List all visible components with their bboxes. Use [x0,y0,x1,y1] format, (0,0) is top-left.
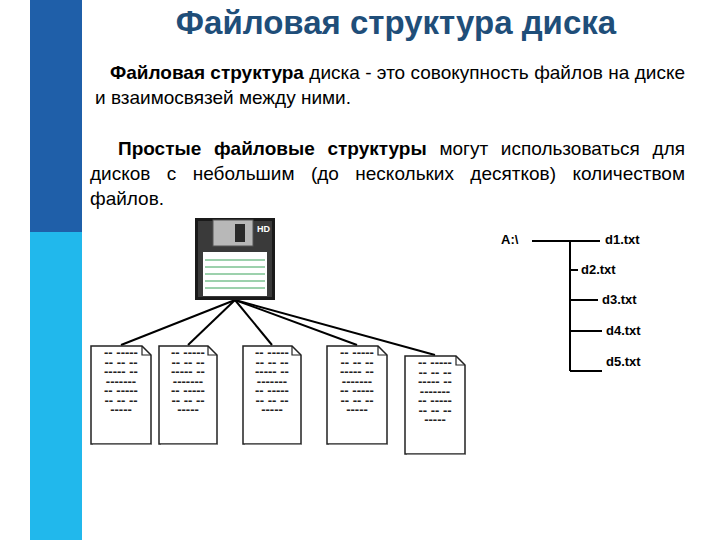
file-document: -- ------- -- ------- -- ------- -- ----… [242,345,302,445]
connector-line [235,300,357,345]
file-document: -- ------- -- ------- -- ------- -- ----… [404,355,466,455]
file-name: d5.txt [605,354,642,369]
connector-line [188,300,235,345]
side-bar-dark [30,0,82,232]
file-document: -- ------- -- ------- -- ------- -- ----… [326,345,388,445]
file-name: d4.txt [605,323,642,338]
bold-term: Файловая структура [110,62,304,83]
file-name: d3.txt [601,292,638,307]
disk-mark: HD [257,224,270,234]
file-lines: -- ------- -- ------- -- ------- -- ----… [170,348,206,415]
tree-lines [532,241,602,371]
file-lines: -- ------- -- ------- -- ------- -- ----… [417,358,453,425]
slide-title: Файловая структура диска [96,4,696,42]
definition-paragraph: Файловая структура диска - это совокупно… [95,60,685,110]
drive-root: A:\ [500,232,519,247]
file-name: d2.txt [580,262,617,277]
file-document: -- ------- -- ------- -- ------- -- ----… [90,345,152,445]
connector-line [121,300,235,345]
bold-term: Простые файловые структуры [118,138,427,159]
side-bar-light [30,232,82,540]
floppy-disk: HD [195,218,275,300]
file-lines: -- ------- -- ------- -- ------- -- ----… [254,348,290,415]
note-paragraph: Простые файловые структуры могут использ… [90,136,685,211]
file-lines: -- ------- -- ------- -- ------- -- ----… [103,348,139,415]
file-name: d1.txt [604,232,641,247]
file-lines: -- ------- -- ------- -- ------- -- ----… [339,348,375,415]
file-document: -- ------- -- ------- -- ------- -- ----… [158,345,218,445]
